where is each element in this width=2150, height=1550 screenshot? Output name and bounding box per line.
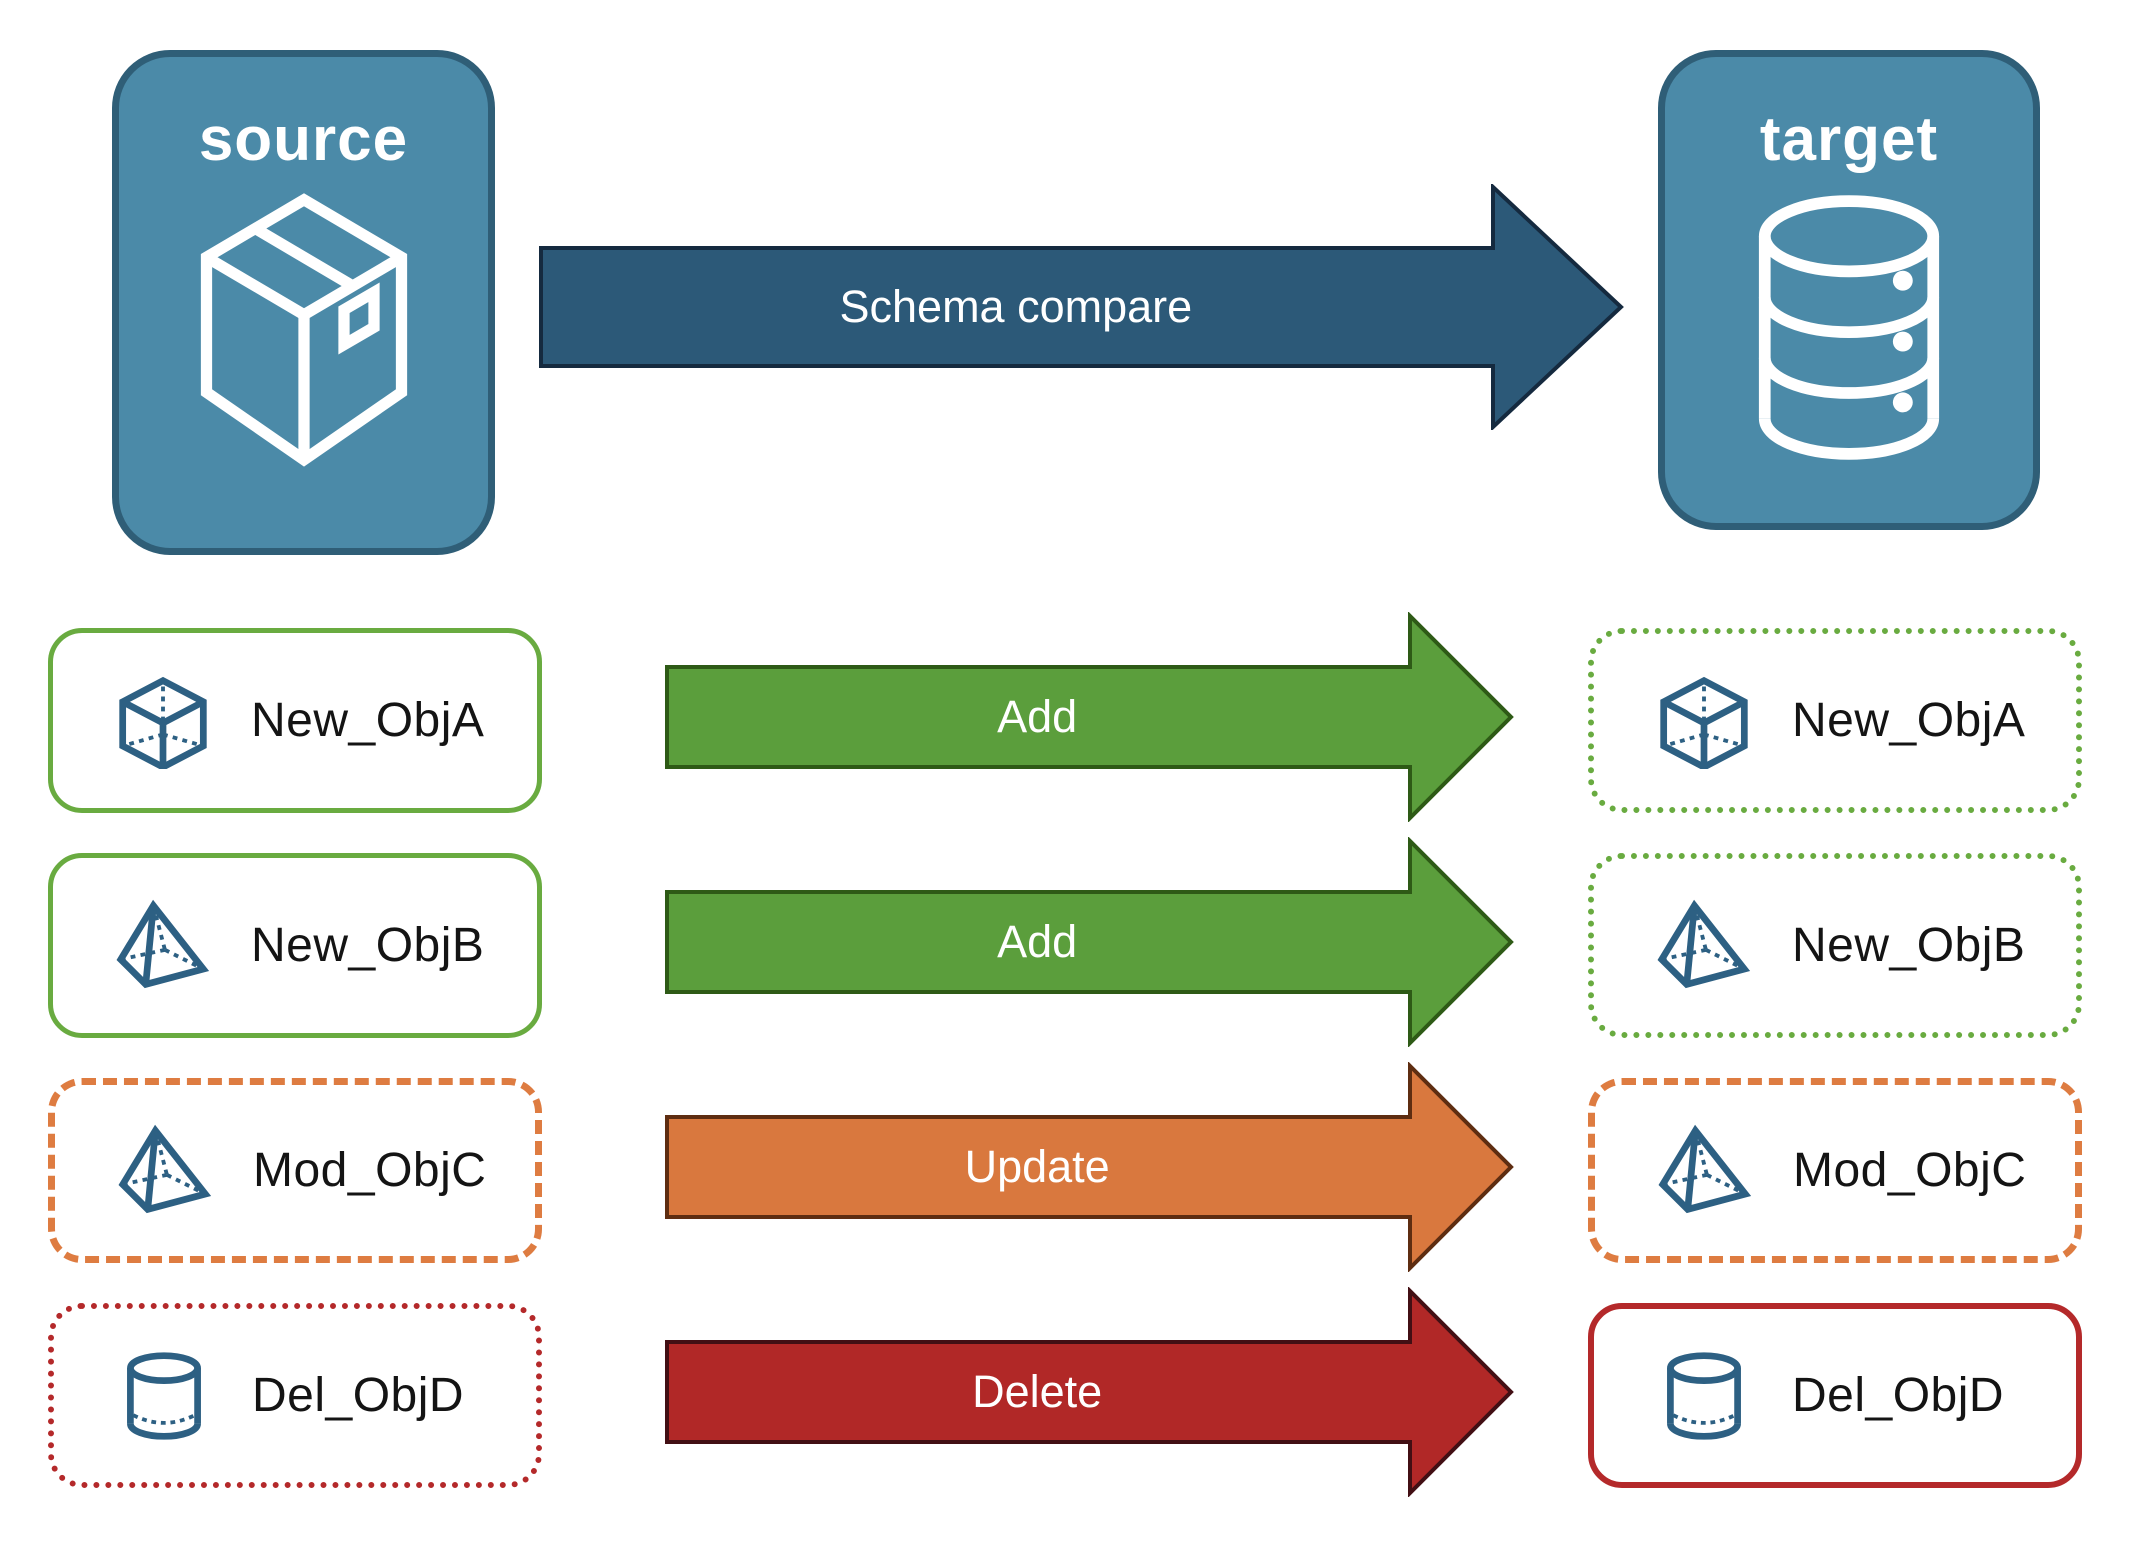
target-box-mod-objc: Mod_ObjC [1588, 1078, 2082, 1263]
object-label: New_ObjB [1792, 919, 2026, 972]
arrow-delete-objd: Delete [664, 1287, 1514, 1497]
schema-compare-arrow-shape [539, 182, 1624, 432]
action-label: Add [997, 691, 1078, 742]
cylinder-icon [116, 1347, 212, 1445]
object-label: New_ObjA [251, 694, 485, 747]
object-label: Mod_ObjC [253, 1144, 487, 1197]
database-icon [1732, 187, 1966, 468]
schema-compare-label: Schema compare [839, 281, 1193, 332]
cube-icon [1656, 672, 1752, 770]
package-icon [179, 187, 429, 475]
action-label: Update [964, 1141, 1110, 1192]
source-panel: source [112, 50, 495, 555]
pyramid-icon [1657, 1122, 1753, 1220]
source-box-new-obja: New_ObjA [48, 628, 542, 813]
target-title: target [1759, 105, 1939, 174]
object-label: Mod_ObjC [1793, 1144, 2027, 1197]
source-box-del-objd: Del_ObjD [48, 1303, 542, 1488]
object-label: New_ObjA [1792, 694, 2026, 747]
schema-compare-arrow: Schema compare [538, 182, 1624, 432]
target-panel: target [1658, 50, 2040, 530]
arrow-update-objc: Update [664, 1062, 1514, 1272]
arrow-add-objb: Add [664, 837, 1514, 1047]
source-box-new-objb: New_ObjB [48, 853, 542, 1038]
pyramid-icon [1656, 897, 1752, 995]
object-label: New_ObjB [251, 919, 485, 972]
pyramid-icon [117, 1122, 213, 1220]
action-label: Add [997, 916, 1078, 967]
cylinder-icon [1656, 1347, 1752, 1445]
object-label: Del_ObjD [1792, 1369, 2005, 1422]
arrow-add-obja: Add [664, 612, 1514, 822]
pyramid-icon [115, 897, 211, 995]
target-box-new-objb: New_ObjB [1588, 853, 2082, 1038]
object-label: Del_ObjD [252, 1369, 465, 1422]
cube-icon [115, 672, 211, 770]
action-label: Delete [972, 1366, 1103, 1417]
source-box-mod-objc: Mod_ObjC [48, 1078, 542, 1263]
target-box-new-obja: New_ObjA [1588, 628, 2082, 813]
source-title: source [198, 105, 409, 174]
target-box-del-objd: Del_ObjD [1588, 1303, 2082, 1488]
